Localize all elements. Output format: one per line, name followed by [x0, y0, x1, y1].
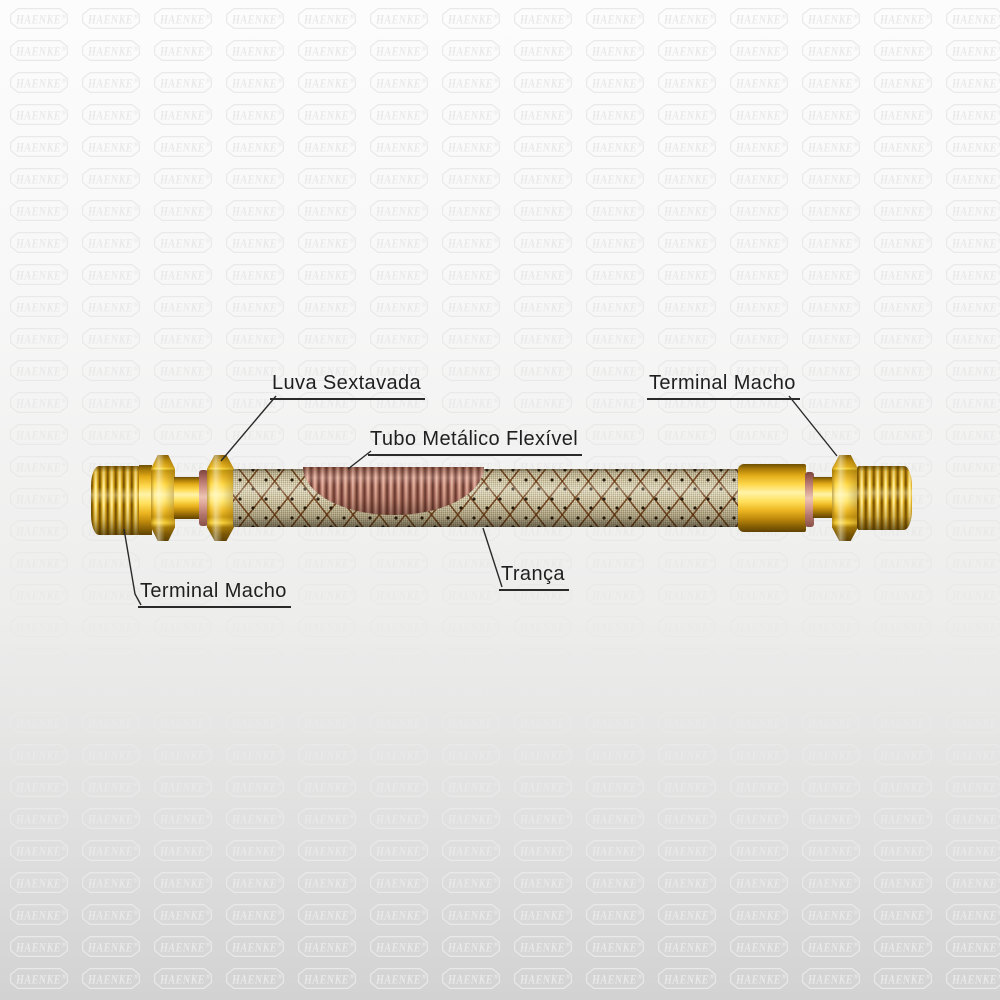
right-terminal-neck	[813, 477, 833, 518]
label-tranca: Trança	[499, 563, 569, 591]
left-gasket-washer	[199, 470, 208, 526]
label-terminal-macho-right: Terminal Macho	[647, 372, 800, 400]
right-terminal-hex-nut	[832, 455, 858, 541]
label-terminal-macho-left-text: Terminal Macho	[138, 580, 291, 608]
label-luva-sextavada-text: Luva Sextavada	[270, 372, 426, 400]
right-gasket-washer	[805, 472, 814, 527]
right-ferrule-sleeve	[738, 464, 806, 532]
luva-sextavada-hex-sleeve	[207, 455, 234, 541]
label-tranca-text: Trança	[499, 563, 569, 591]
label-tubo-metalico-flexivel: Tubo Metálico Flexível	[368, 428, 583, 456]
label-terminal-macho-left: Terminal Macho	[138, 580, 291, 608]
left-terminal-collar	[139, 465, 152, 535]
label-terminal-macho-right-text: Terminal Macho	[647, 372, 800, 400]
right-terminal-thread	[857, 466, 912, 530]
label-luva-sextavada: Luva Sextavada	[270, 372, 426, 400]
left-terminal-neck	[174, 477, 200, 519]
left-terminal-hex-nut	[151, 455, 175, 541]
label-tubo-metalico-flexivel-text: Tubo Metálico Flexível	[368, 428, 583, 456]
left-terminal-thread	[91, 466, 140, 535]
